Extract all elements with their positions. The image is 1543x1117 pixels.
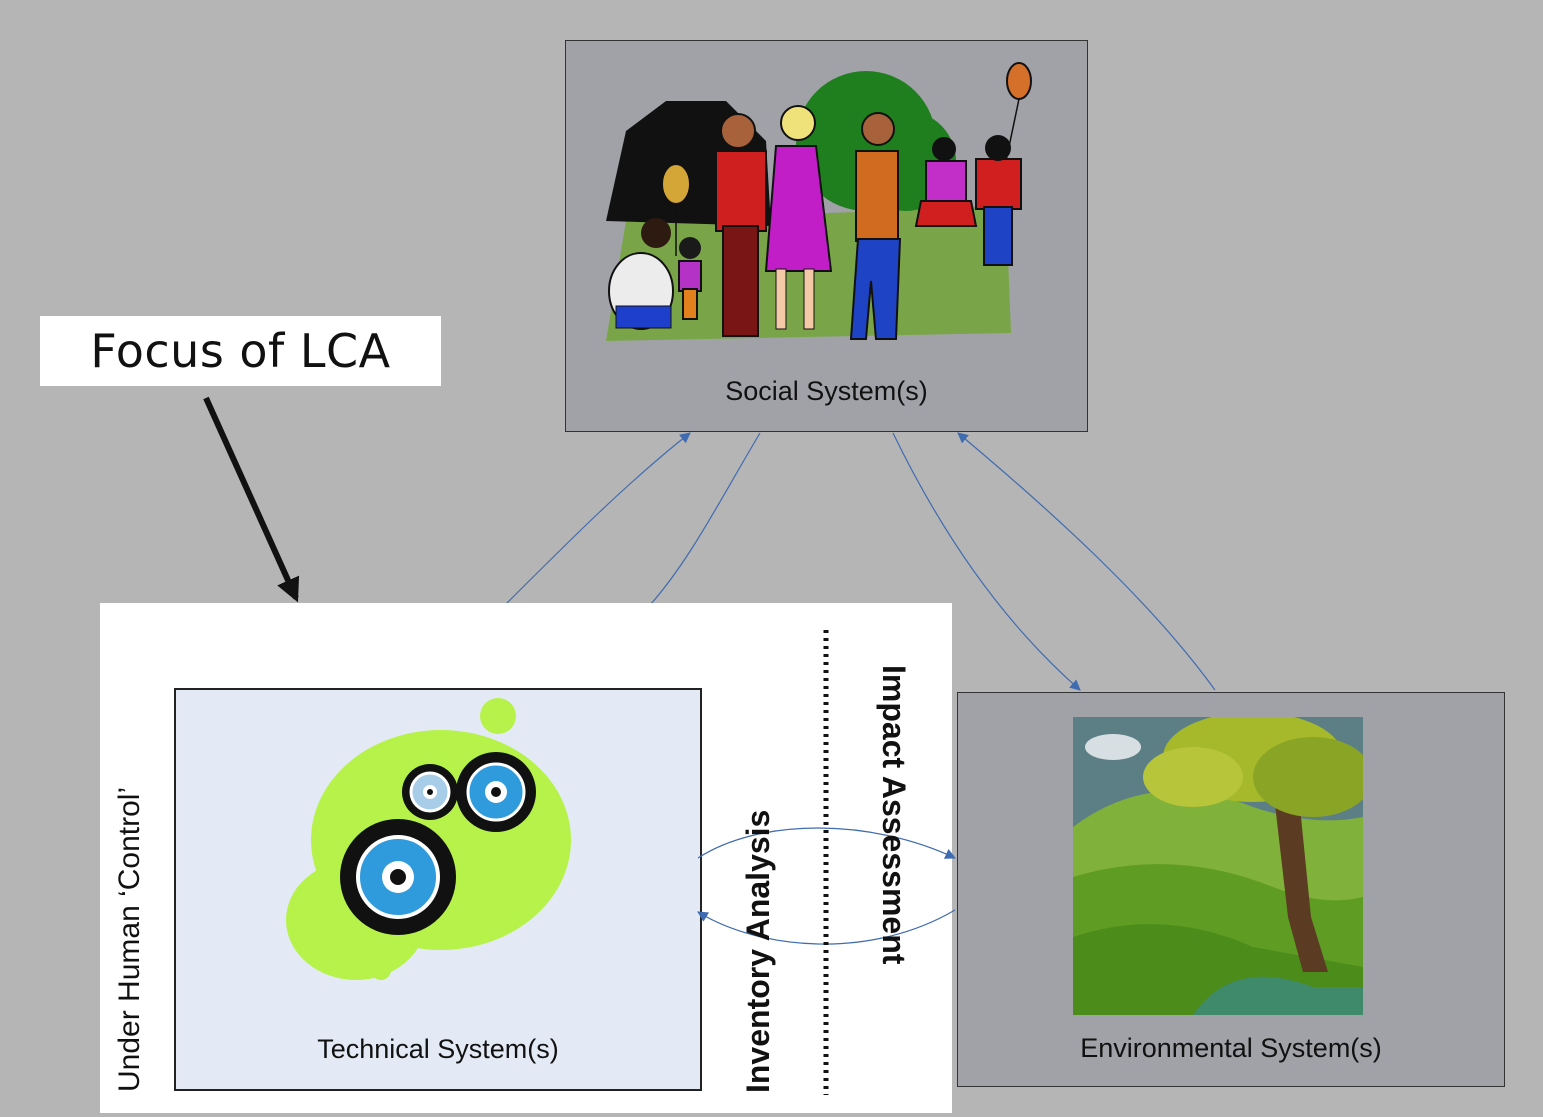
large-gear-icon <box>340 819 456 935</box>
arrow-env-to-social <box>957 432 1216 691</box>
arrow-tech-to-social <box>504 432 691 606</box>
technical-system-panel: Technical System(s) <box>174 688 702 1091</box>
focus-pointer-arrow <box>203 396 300 603</box>
under-human-control-label: Under Human ‘Control’ <box>113 786 146 1092</box>
small-gear-icon <box>402 764 458 820</box>
gears-illustration <box>286 698 571 980</box>
technical-system-caption: Technical System(s) <box>317 1034 559 1064</box>
focus-label: Focus of LCA <box>90 324 391 378</box>
arrow-social-to-env <box>892 432 1081 691</box>
environmental-system-caption: Environmental System(s) <box>1080 1033 1382 1063</box>
landscape-tree-illustration <box>1073 717 1363 1015</box>
social-system-panel: Social System(s) <box>565 40 1088 432</box>
medium-gear-icon <box>456 752 536 832</box>
line-social-to-tech <box>649 432 761 606</box>
environmental-system-panel: Environmental System(s) <box>957 692 1505 1087</box>
family-picnic-illustration <box>606 62 1032 341</box>
impact-assessment-label: Impact Assessment <box>876 665 912 965</box>
inventory-analysis-label: Inventory Analysis <box>740 809 776 1093</box>
focus-label-box: Focus of LCA <box>40 316 441 386</box>
social-system-caption: Social System(s) <box>725 376 928 406</box>
